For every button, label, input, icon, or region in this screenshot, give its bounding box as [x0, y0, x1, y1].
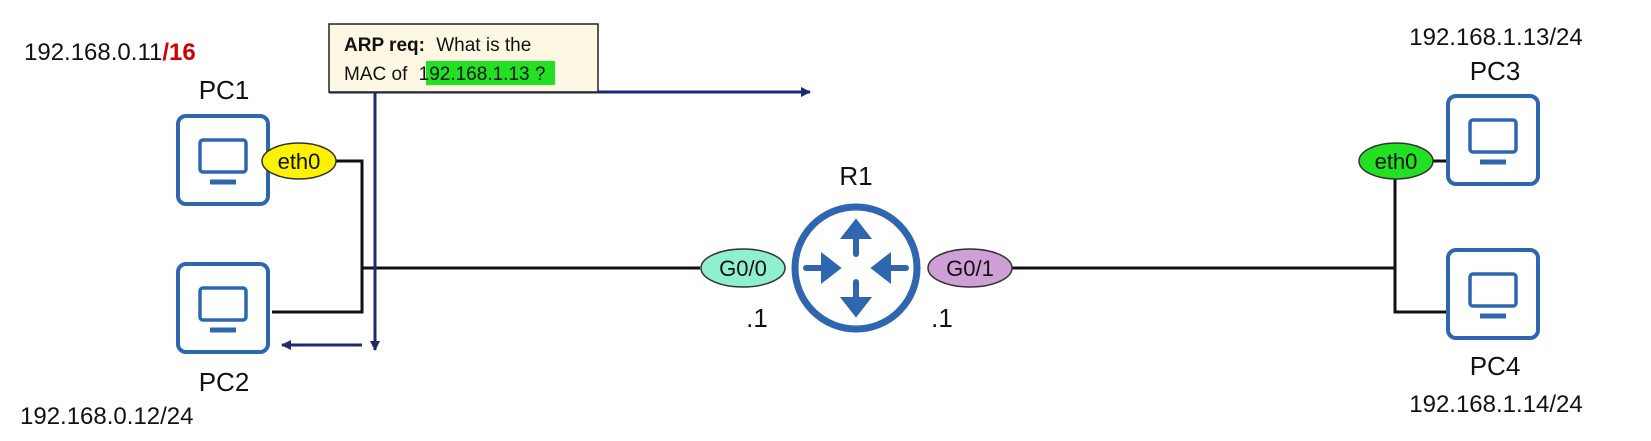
- svg-text:ARP req: What is the: ARP req: What is the: [344, 35, 531, 56]
- arp-ip-highlight: [426, 61, 555, 85]
- r1[interactable]: [791, 203, 921, 333]
- pc3-box: [1446, 94, 1540, 186]
- pc1-name: PC1: [199, 75, 250, 105]
- arp-note-line2-prefix: MAC of: [344, 64, 408, 85]
- svg-text:MAC of 192.168.1.13: MAC of 192.168.1.13 ?: [344, 64, 545, 85]
- r1-g00-interface[interactable]: G0/0: [700, 248, 786, 288]
- pc2[interactable]: [176, 262, 270, 354]
- pc3-eth0-label: eth0: [1375, 149, 1418, 174]
- r1-g00-label: G0/0: [719, 256, 767, 281]
- pc3-ip: 192.168.1.13/24: [1409, 24, 1583, 51]
- pc4-ip: 192.168.1.14/24: [1409, 391, 1583, 418]
- arp-note: ARP req: What is the MAC of 192.168.1.13…: [328, 23, 599, 93]
- computer-icon: [198, 138, 248, 185]
- pc3[interactable]: [1446, 94, 1540, 186]
- pc1-box: [176, 114, 270, 206]
- link-pc1-bus: [334, 159, 364, 268]
- pc3-name: PC3: [1470, 56, 1521, 86]
- pc2-box: [176, 262, 270, 354]
- r1-g00-host-id: .1: [746, 303, 768, 333]
- r1-g01-interface[interactable]: G0/1: [927, 248, 1013, 288]
- computer-icon: [198, 286, 248, 333]
- pc1-ip: 192.168.0.11/16: [24, 39, 196, 66]
- arp-note-bold-label: ARP req:: [344, 35, 425, 56]
- link-pc2-bus: [272, 268, 364, 314]
- pc1-ip-mask: /16: [162, 39, 195, 66]
- pc4[interactable]: [1446, 248, 1540, 340]
- pc4-box: [1446, 248, 1540, 340]
- arp-note-highlighted-ip: 192.168.1.13: [419, 64, 530, 85]
- links: [264, 159, 1448, 314]
- arp-note-line1: What is the: [436, 35, 531, 56]
- pc1-eth0-interface[interactable]: eth0: [261, 142, 337, 180]
- link-pc3-bus: [1393, 161, 1448, 314]
- pc1[interactable]: [176, 114, 270, 206]
- r1-g01-host-id: .1: [931, 303, 953, 333]
- r1-name: R1: [839, 161, 872, 191]
- pc1-ip-address: 192.168.0.11: [24, 39, 162, 66]
- pc4-name: PC4: [1470, 351, 1521, 381]
- pc2-name: PC2: [199, 367, 250, 397]
- computer-icon: [1468, 272, 1518, 319]
- r1-body: [791, 203, 921, 333]
- pc2-ip: 192.168.0.12/24: [20, 403, 194, 430]
- r1-g01-label: G0/1: [946, 256, 994, 281]
- computer-icon: [1468, 118, 1518, 165]
- router-icon: [803, 218, 909, 318]
- pc3-eth0-interface[interactable]: eth0: [1358, 142, 1434, 180]
- arp-note-line2-suffix: ?: [535, 64, 546, 85]
- pc1-eth0-label: eth0: [278, 149, 321, 174]
